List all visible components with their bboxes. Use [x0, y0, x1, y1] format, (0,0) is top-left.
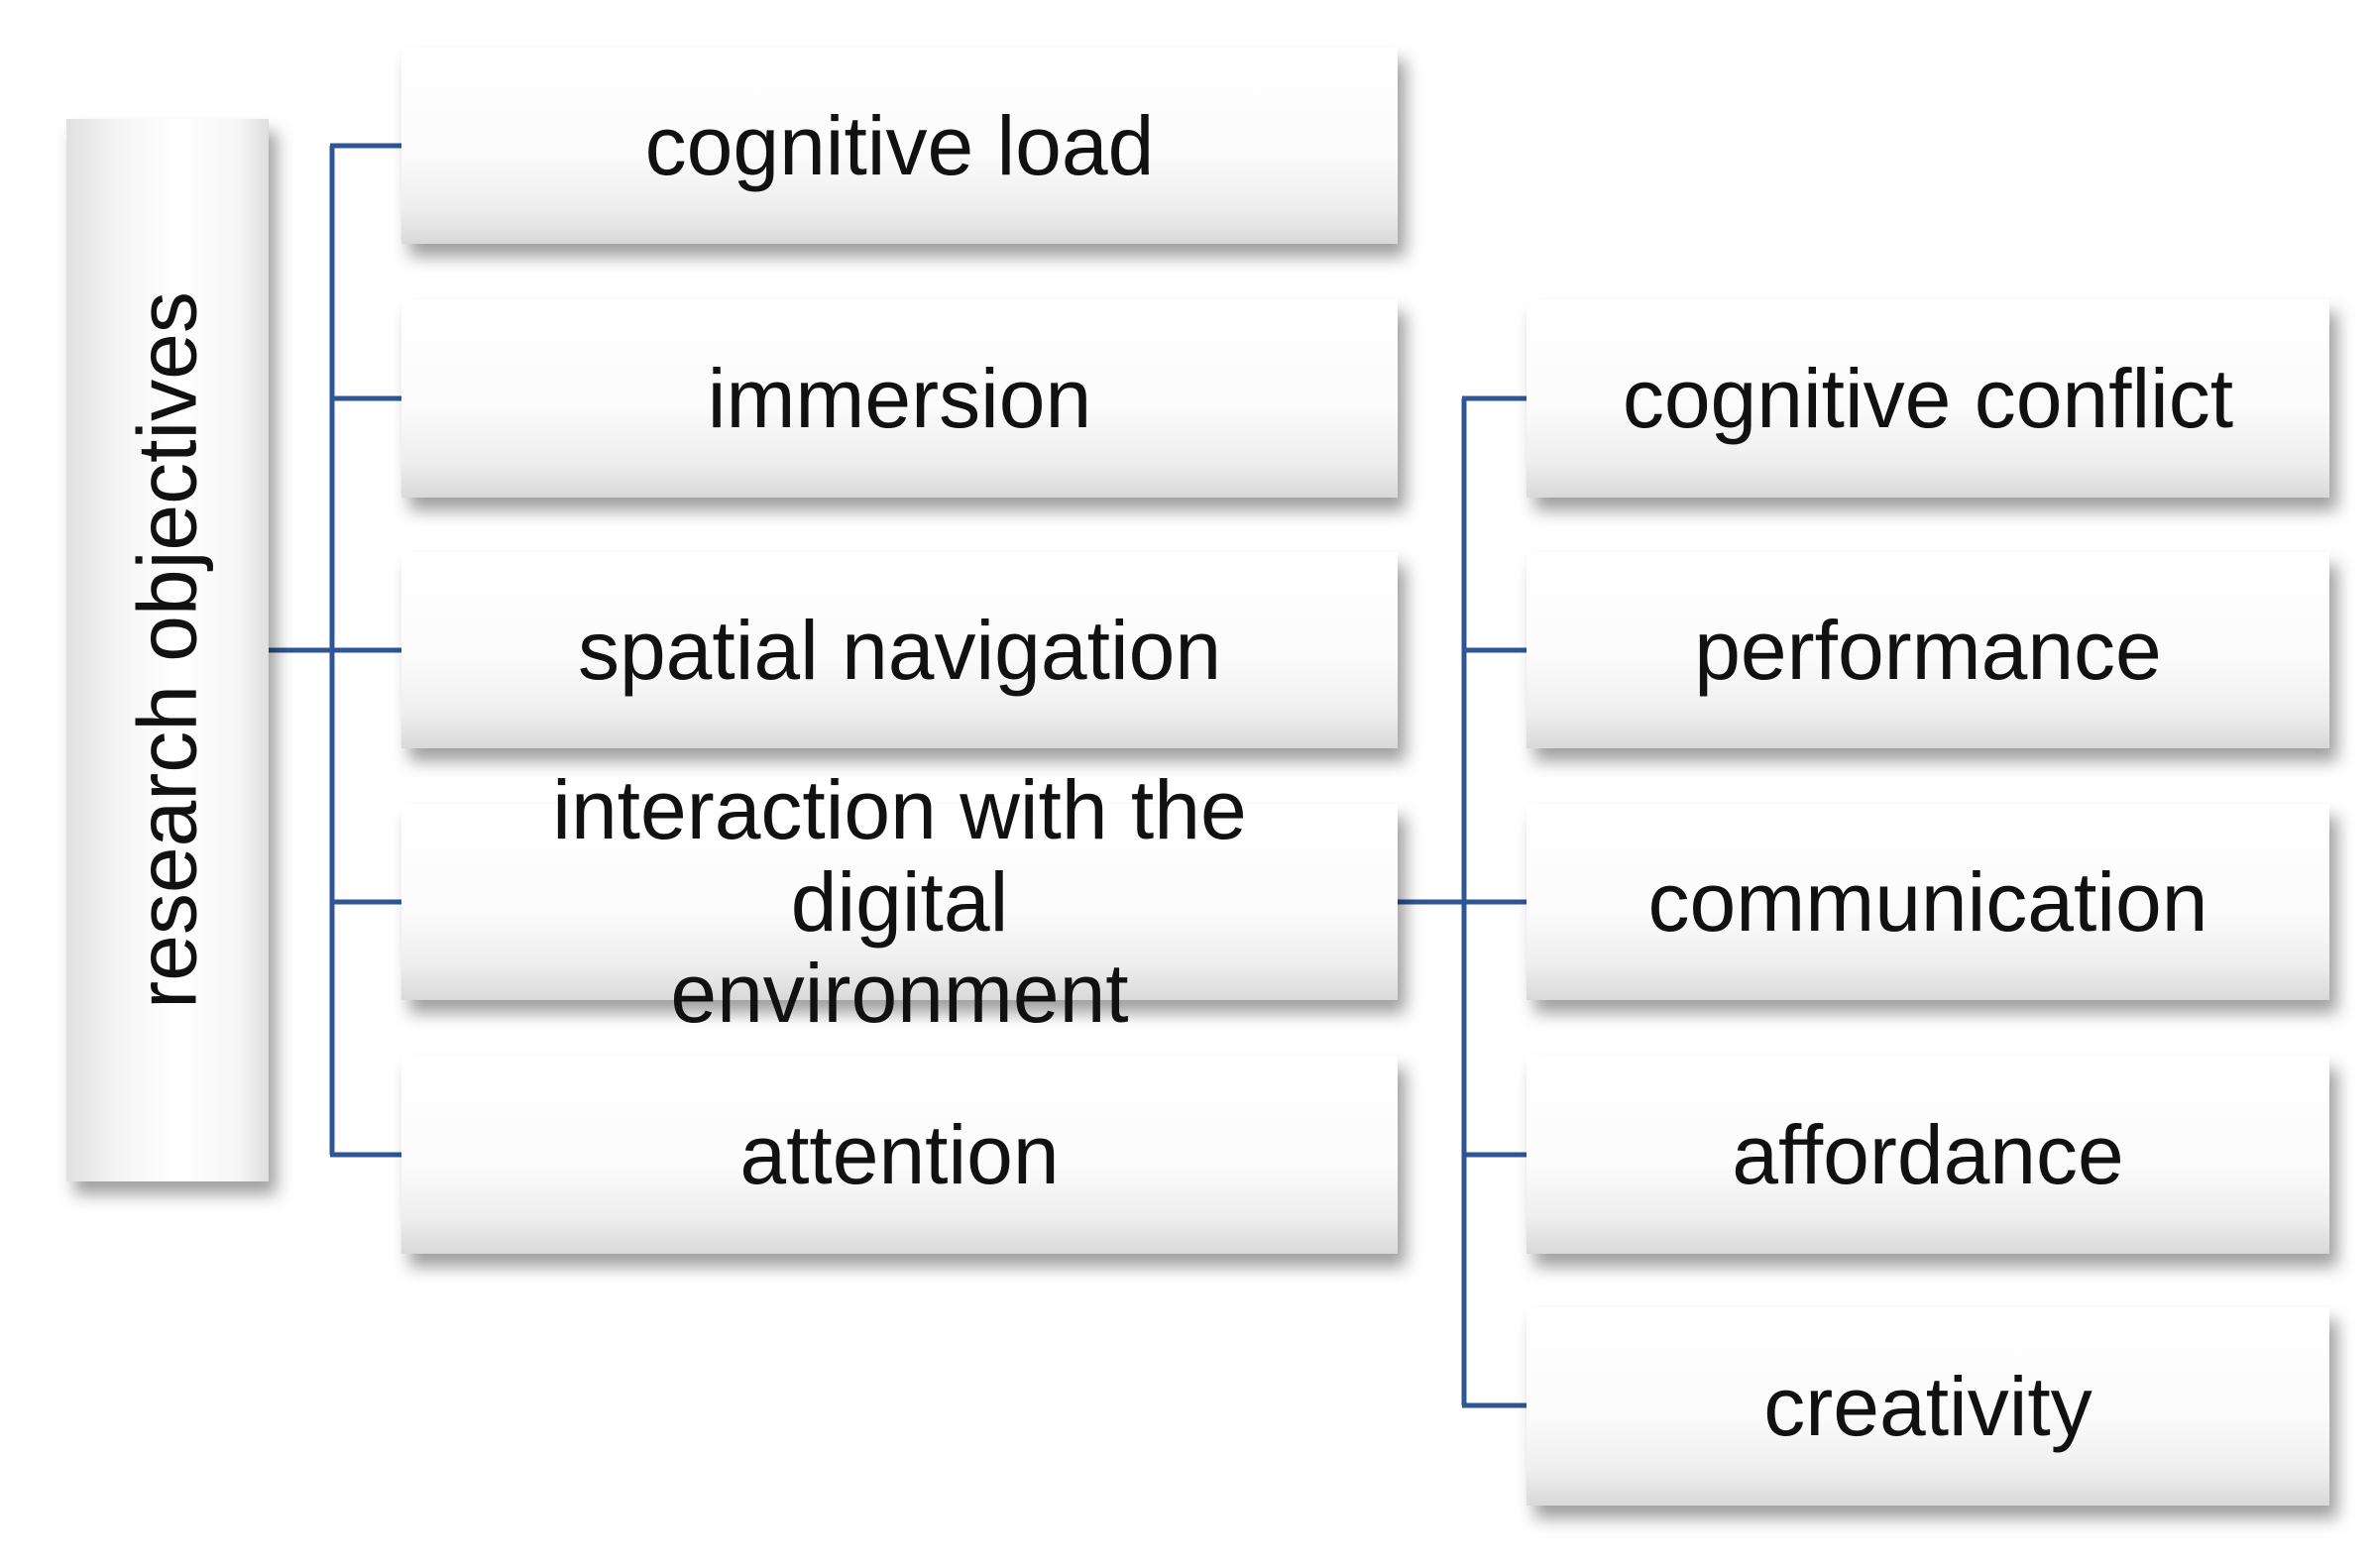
objective-label: attention: [739, 1107, 1060, 1201]
root-node: research objectives: [66, 119, 269, 1181]
objective-immersion: immersion: [401, 299, 1398, 498]
objective-label: cognitive load: [644, 98, 1155, 192]
subtopic-label: cognitive conflict: [1622, 351, 2234, 445]
objective-label: interaction with the digital environment: [552, 763, 1247, 1041]
root-label: research objectives: [120, 291, 214, 1009]
subtopic-communication: communication: [1526, 804, 2329, 1000]
objective-label: spatial navigation: [577, 603, 1222, 697]
subtopic-label: communication: [1647, 854, 2208, 949]
subtopic-creativity: creativity: [1526, 1307, 2329, 1506]
subtopic-affordance: affordance: [1526, 1056, 2329, 1254]
objective-interaction: interaction with the digital environment: [401, 764, 1398, 1039]
subtopic-performance: performance: [1526, 552, 2329, 748]
subtopic-label: affordance: [1732, 1107, 2124, 1201]
subtopic-cognitive-conflict: cognitive conflict: [1526, 299, 2329, 498]
objective-cognitive-load: cognitive load: [401, 48, 1398, 244]
subtopic-label: performance: [1694, 603, 2162, 697]
objective-label: immersion: [707, 351, 1092, 445]
objective-attention: attention: [401, 1056, 1398, 1254]
subtopic-label: creativity: [1763, 1359, 2092, 1453]
objective-spatial-navigation: spatial navigation: [401, 552, 1398, 748]
